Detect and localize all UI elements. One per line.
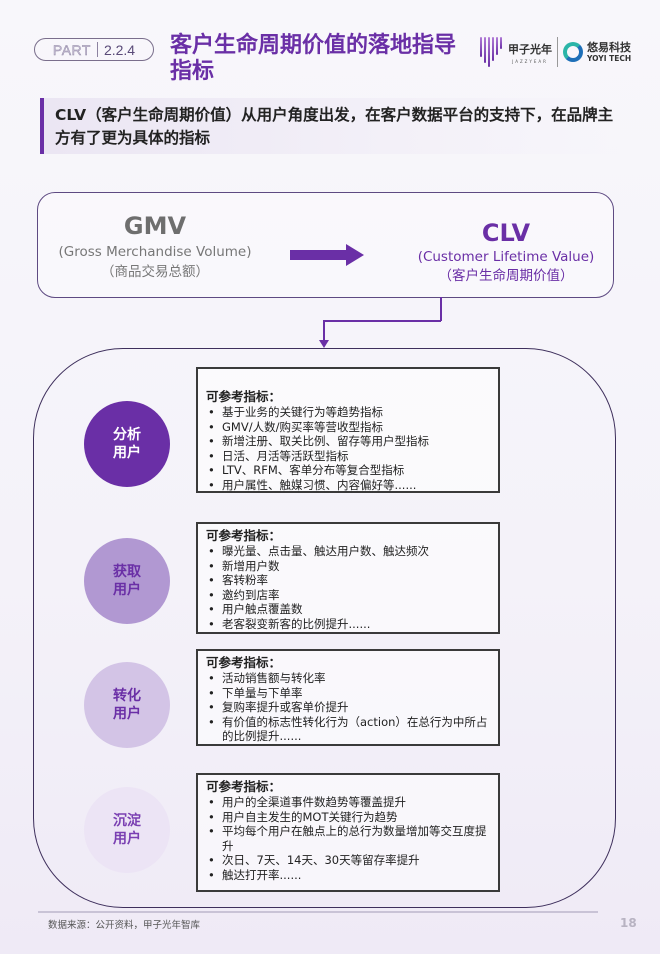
stage-circle-convert-users: 转化 用户 bbox=[84, 662, 170, 748]
brand-logos: 甲子光年 JAZZYEAR 悠易科技 YOYI TECH bbox=[480, 33, 655, 71]
list-item: 平均每个用户在触点上的总行为数量增加等交互度提升 bbox=[206, 824, 490, 853]
list-item: 复购率提升或客单价提升 bbox=[206, 700, 490, 715]
list-item: 活动销售额与转化率 bbox=[206, 671, 490, 686]
connector-line bbox=[440, 297, 442, 321]
gmv-chinese: （商品交易总额） bbox=[101, 264, 209, 280]
list-item: 触达打开率...... bbox=[206, 868, 490, 883]
indicator-box-acquire: 可参考指标： 曝光量、点击量、触达用户数、触达频次 新增用户数 客转粉率 邀约到… bbox=[196, 522, 500, 634]
part-label: PART bbox=[52, 41, 91, 58]
list-item: 日活、月活等活跃型指标 bbox=[206, 449, 490, 464]
stage-circle-analyze-users: 分析 用户 bbox=[84, 401, 170, 487]
gmv-block: GMV (Gross Merchandise Volume) （商品交易总额） bbox=[55, 210, 255, 282]
gmv-english: (Gross Merchandise Volume) bbox=[58, 244, 252, 260]
clv-chinese: （客户生命周期价值） bbox=[438, 268, 574, 284]
section-number: 2.2.4 bbox=[103, 41, 136, 58]
page-title: 客户生命周期价值的落地指导指标 bbox=[170, 33, 457, 84]
list-item: 用户自主发生的MOT关键行为趋势 bbox=[206, 810, 490, 825]
list-item: 曝光量、点击量、触达用户数、触达频次 bbox=[206, 544, 490, 559]
page-number: 18 bbox=[620, 916, 637, 930]
list-item: 有价值的标志性转化行为（action）在总行为中所占的比例提升...... bbox=[206, 715, 490, 744]
list-item: GMV/人数/购买率等营收型指标 bbox=[206, 420, 490, 435]
list-item: 用户触点覆盖数 bbox=[206, 602, 490, 617]
list-item: 邀约到店率 bbox=[206, 588, 490, 603]
list-item: 用户属性、触媒习惯、内容偏好等...... bbox=[206, 478, 490, 493]
connector-line bbox=[323, 320, 325, 342]
subtitle-callout: CLV（客户生命周期价值）从用户角度出发，在客户数据平台的支持下，在品牌主方有了… bbox=[40, 98, 620, 154]
clv-english: (Customer Lifetime Value) bbox=[417, 249, 595, 265]
badge-divider bbox=[96, 42, 98, 57]
list-item: 下单量与下单率 bbox=[206, 686, 490, 701]
stage-circle-retain-users: 沉淀 用户 bbox=[84, 787, 170, 873]
jazzyear-logo-icon bbox=[480, 37, 502, 67]
connector-line bbox=[323, 320, 441, 322]
list-item: 老客裂变新客的比例提升...... bbox=[206, 617, 490, 632]
gmv-to-clv-panel bbox=[37, 192, 614, 298]
indicator-box-analyze: 可参考指标： 基于业务的关键行为等趋势指标 GMV/人数/购买率等营收型指标 新… bbox=[196, 367, 500, 493]
yoyi-wordmark: 悠易科技 YOYI TECH bbox=[587, 40, 632, 63]
arrow-down-icon bbox=[319, 340, 329, 348]
indicator-box-retain: 可参考指标： 用户的全渠道事件数趋势等覆盖提升 用户自主发生的MOT关键行为趋势… bbox=[196, 773, 500, 892]
list-item: 客转粉率 bbox=[206, 573, 490, 588]
list-item: LTV、RFM、客单分布等复合型指标 bbox=[206, 463, 490, 478]
clv-title: CLV bbox=[481, 219, 531, 247]
jazzyear-wordmark: 甲子光年 JAZZYEAR bbox=[508, 42, 552, 64]
stage-circle-acquire-users: 获取 用户 bbox=[84, 538, 170, 624]
list-item: 基于业务的关键行为等趋势指标 bbox=[206, 405, 490, 420]
indicator-heading: 可参考指标： bbox=[206, 779, 282, 794]
section-badge: PART 2.2.4 bbox=[34, 38, 154, 61]
indicator-heading: 可参考指标： bbox=[206, 528, 282, 543]
list-item: 用户的全渠道事件数趋势等覆盖提升 bbox=[206, 795, 490, 810]
indicator-heading: 可参考指标： bbox=[206, 655, 282, 670]
data-source: 数据来源：公开资料，甲子光年智库 bbox=[48, 920, 201, 931]
gmv-title: GMV bbox=[123, 212, 187, 240]
list-item: 新增注册、取关比例、留存等用户型指标 bbox=[206, 434, 490, 449]
list-item: 新增用户数 bbox=[206, 559, 490, 574]
list-item: 次日、7天、14天、30天等留存率提升 bbox=[206, 853, 490, 868]
clv-block: CLV (Customer Lifetime Value) （客户生命周期价值） bbox=[400, 218, 612, 286]
indicator-heading: 可参考指标： bbox=[206, 389, 282, 404]
arrow-right-icon bbox=[290, 244, 364, 266]
yoyi-logo-icon bbox=[563, 42, 583, 62]
footer-divider bbox=[38, 911, 598, 913]
stages-panel bbox=[33, 348, 616, 908]
logo-divider bbox=[557, 37, 558, 67]
indicator-box-convert: 可参考指标： 活动销售额与转化率 下单量与下单率 复购率提升或客单价提升 有价值… bbox=[196, 649, 500, 746]
